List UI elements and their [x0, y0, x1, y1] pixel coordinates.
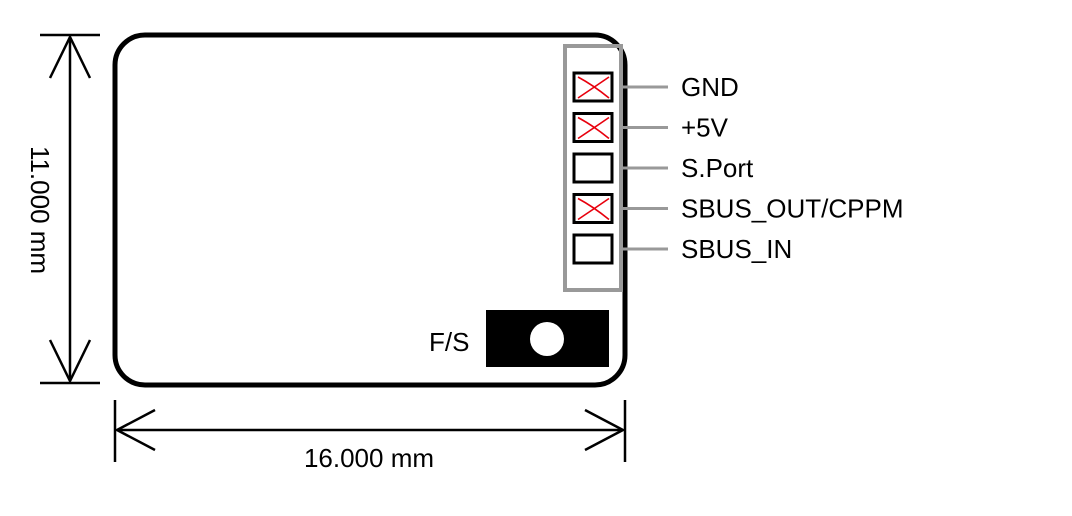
pin-row: SBUS_IN [572, 233, 792, 265]
pin-pad [572, 112, 614, 143]
pin-pad [572, 233, 614, 265]
pin-pad [572, 71, 614, 103]
pin-row: SBUS_OUT/CPPM [572, 193, 904, 224]
pin-cross-mark [577, 76, 610, 99]
width-dimension: 16.000 mm [113, 400, 627, 473]
height-label: 11.000 mm [25, 146, 55, 274]
pin-label: SBUS_OUT/CPPM [681, 194, 904, 224]
fs-button-circle [530, 322, 564, 356]
pin-row: +5V [572, 112, 729, 143]
pin-row: S.Port [572, 152, 754, 184]
pin-cross-mark [577, 116, 610, 140]
pin-pad [572, 193, 614, 224]
pin-pad [572, 152, 614, 184]
height-dimension: 11.000 mm [25, 33, 100, 385]
width-label: 16.000 mm [304, 443, 434, 473]
pin-label: S.Port [681, 153, 754, 183]
pin-label: SBUS_IN [681, 234, 792, 264]
pin-cross-mark [577, 197, 610, 221]
pin-row: GND [572, 71, 739, 103]
pin-label: +5V [681, 113, 729, 143]
pin-label: GND [681, 72, 739, 102]
fs-button-label: F/S [429, 327, 469, 357]
